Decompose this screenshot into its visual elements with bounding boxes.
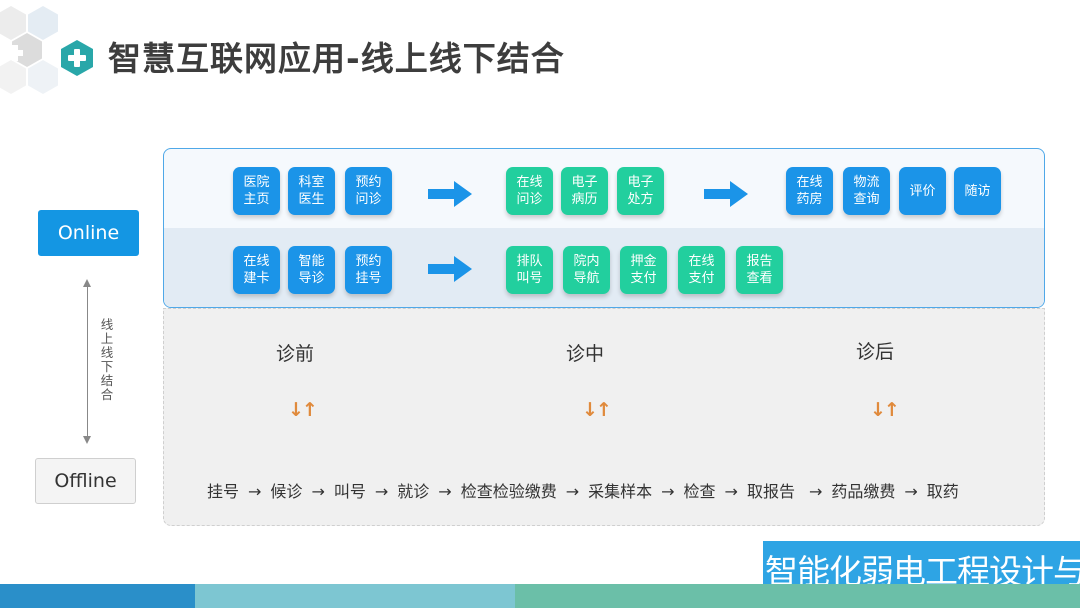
tile-online-card[interactable]: 在线建卡 (233, 246, 280, 294)
process-arrow: → (438, 482, 452, 501)
process-arrow: → (661, 482, 675, 501)
tile-review[interactable]: 评价 (899, 167, 946, 215)
tile-online-payment[interactable]: 在线支付 (678, 246, 725, 294)
flow-arrow-icon (428, 181, 472, 207)
online-button[interactable]: Online (38, 210, 139, 256)
process-step: 采集样本 (588, 482, 653, 501)
tile-appointment-register[interactable]: 预约挂号 (345, 246, 392, 294)
watermark-text: 智能化弱电工程设计与施工 (765, 552, 1080, 584)
process-arrow: → (808, 482, 823, 501)
process-step: 检查检验缴费 (460, 482, 557, 501)
process-step: 挂号 (207, 482, 240, 501)
tile-online-pharmacy[interactable]: 在线药房 (786, 167, 833, 215)
stage-post-visit: 诊后 (856, 341, 895, 363)
tile-e-record[interactable]: 电子病历 (561, 167, 608, 215)
tile-appointment-consult[interactable]: 预约问诊 (345, 167, 392, 215)
process-step: 药品缴费 (831, 482, 896, 501)
process-arrow: → (904, 482, 918, 501)
tile-hospital-home[interactable]: 医院主页 (233, 167, 280, 215)
stage-during-visit: 诊中 (566, 343, 605, 365)
offline-panel (163, 308, 1045, 526)
tile-department-doctor[interactable]: 科室医生 (288, 167, 335, 215)
tile-deposit-payment[interactable]: 押金支付 (620, 246, 667, 294)
flow-arrow-icon (428, 256, 472, 282)
process-step: 就诊 (397, 482, 430, 501)
logo (0, 0, 100, 100)
tile-follow-up[interactable]: 随访 (954, 167, 1001, 215)
hex-decoration (0, 60, 26, 94)
watermark-banner: 智能化弱电工程设计与施工 (763, 541, 1080, 584)
tile-queue-call[interactable]: 排队叫号 (506, 246, 553, 294)
process-arrow: → (248, 482, 262, 501)
page-title: 智慧互联网应用-线上线下结合 (108, 39, 565, 78)
footer-bar-segment (0, 584, 195, 608)
offline-process-flow: 挂号 → 候诊 → 叫号 → 就诊 → 检查检验缴费 → 采集样本 → 检查 → 取报告 → 药品缴费 → 取药 (207, 478, 959, 502)
process-step: 取报告 (746, 482, 795, 501)
process-step: 叫号 (333, 482, 366, 501)
footer-bar-segment (515, 584, 1080, 608)
hex-decoration (28, 60, 58, 94)
process-step: 取药 (926, 482, 959, 501)
process-step: 候诊 (270, 482, 303, 501)
process-step: 检查 (683, 482, 716, 501)
tile-report-view[interactable]: 报告查看 (736, 246, 783, 294)
arrow-up-icon (83, 279, 91, 287)
tile-smart-guide[interactable]: 智能导诊 (288, 246, 335, 294)
offline-button[interactable]: Offline (35, 458, 136, 504)
process-arrow: → (374, 482, 389, 501)
plus-icon (7, 45, 23, 61)
up-down-arrows-icon: ↓↑ (288, 399, 318, 421)
footer-bar-segment (195, 584, 515, 608)
stage-pre-visit: 诊前 (276, 343, 315, 365)
tile-logistics-query[interactable]: 物流查询 (843, 167, 890, 215)
up-down-arrows-icon: ↓↑ (870, 399, 900, 421)
tile-online-consult[interactable]: 在线问诊 (506, 167, 553, 215)
axis-label: 线上线下结合 (100, 317, 114, 402)
hex-decoration (0, 6, 26, 40)
up-down-arrows-icon: ↓↑ (582, 399, 612, 421)
arrow-down-icon (83, 436, 91, 444)
hex-decoration (28, 6, 58, 40)
process-arrow: → (565, 482, 580, 501)
flow-arrow-icon (704, 181, 748, 207)
process-arrow: → (724, 482, 738, 501)
tile-e-prescription[interactable]: 电子处方 (617, 167, 664, 215)
medical-cross-icon (68, 49, 86, 67)
tile-indoor-navigation[interactable]: 院内导航 (563, 246, 610, 294)
process-arrow: → (311, 482, 325, 501)
vertical-connector (87, 284, 88, 440)
